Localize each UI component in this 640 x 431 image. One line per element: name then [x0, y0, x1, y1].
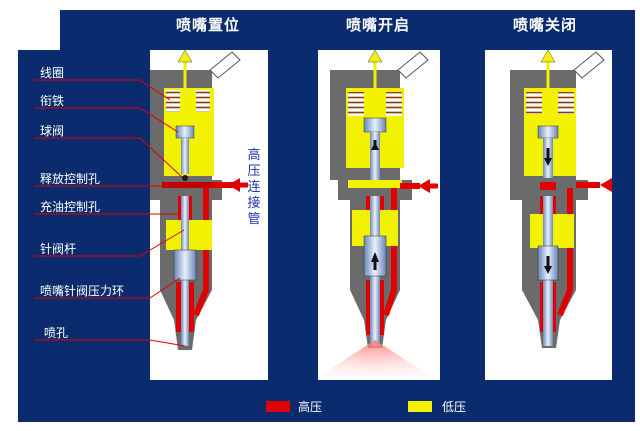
top-banner [60, 10, 635, 50]
label-coil: 线圈 [40, 66, 65, 80]
hp-char: 接 [247, 196, 261, 211]
hp-char: 管 [247, 212, 261, 227]
title-left: 喷嘴置位 [175, 16, 240, 34]
up-arrow-icon [371, 142, 379, 150]
label-hp-pipe: 高 压 连 接 管 [246, 148, 262, 228]
inlet-arrow-icon [228, 178, 240, 192]
gap-1 [268, 50, 318, 380]
label-oil-return: 回油 [112, 48, 137, 62]
gap-2 [440, 50, 485, 380]
hp-char: 压 [247, 164, 261, 179]
label-ball-valve: 球阀 [40, 124, 65, 138]
label-release-orifice: 释放控制孔 [40, 172, 101, 186]
label-armature: 衔铁 [40, 94, 65, 108]
down-arrow-icon [544, 158, 552, 166]
hp-char: 连 [247, 180, 261, 195]
title-right: 喷嘴关闭 [512, 16, 577, 34]
injector-middle [320, 49, 430, 376]
coil-icon [166, 90, 180, 112]
spray-icon [320, 340, 430, 376]
right-edge [612, 50, 635, 380]
title-middle: 喷嘴开启 [345, 16, 410, 34]
injector-left [150, 49, 241, 350]
bottom-banner [18, 380, 635, 422]
left-banner [18, 50, 150, 380]
legend-low-label: 低压 [442, 400, 467, 414]
legend-low-swatch [408, 401, 432, 412]
legend-high-swatch [266, 401, 290, 412]
label-needle-rod: 针阀杆 [40, 242, 77, 256]
label-fill-orifice: 充油控制孔 [40, 200, 101, 214]
hp-char: 高 [247, 148, 261, 163]
leader-lines [34, 79, 186, 347]
label-pressure-ring: 喷嘴针阀压力环 [40, 284, 125, 298]
legend-high-label: 高压 [298, 400, 323, 414]
label-nozzle-hole: 喷孔 [44, 326, 69, 340]
injector-right [510, 49, 605, 348]
